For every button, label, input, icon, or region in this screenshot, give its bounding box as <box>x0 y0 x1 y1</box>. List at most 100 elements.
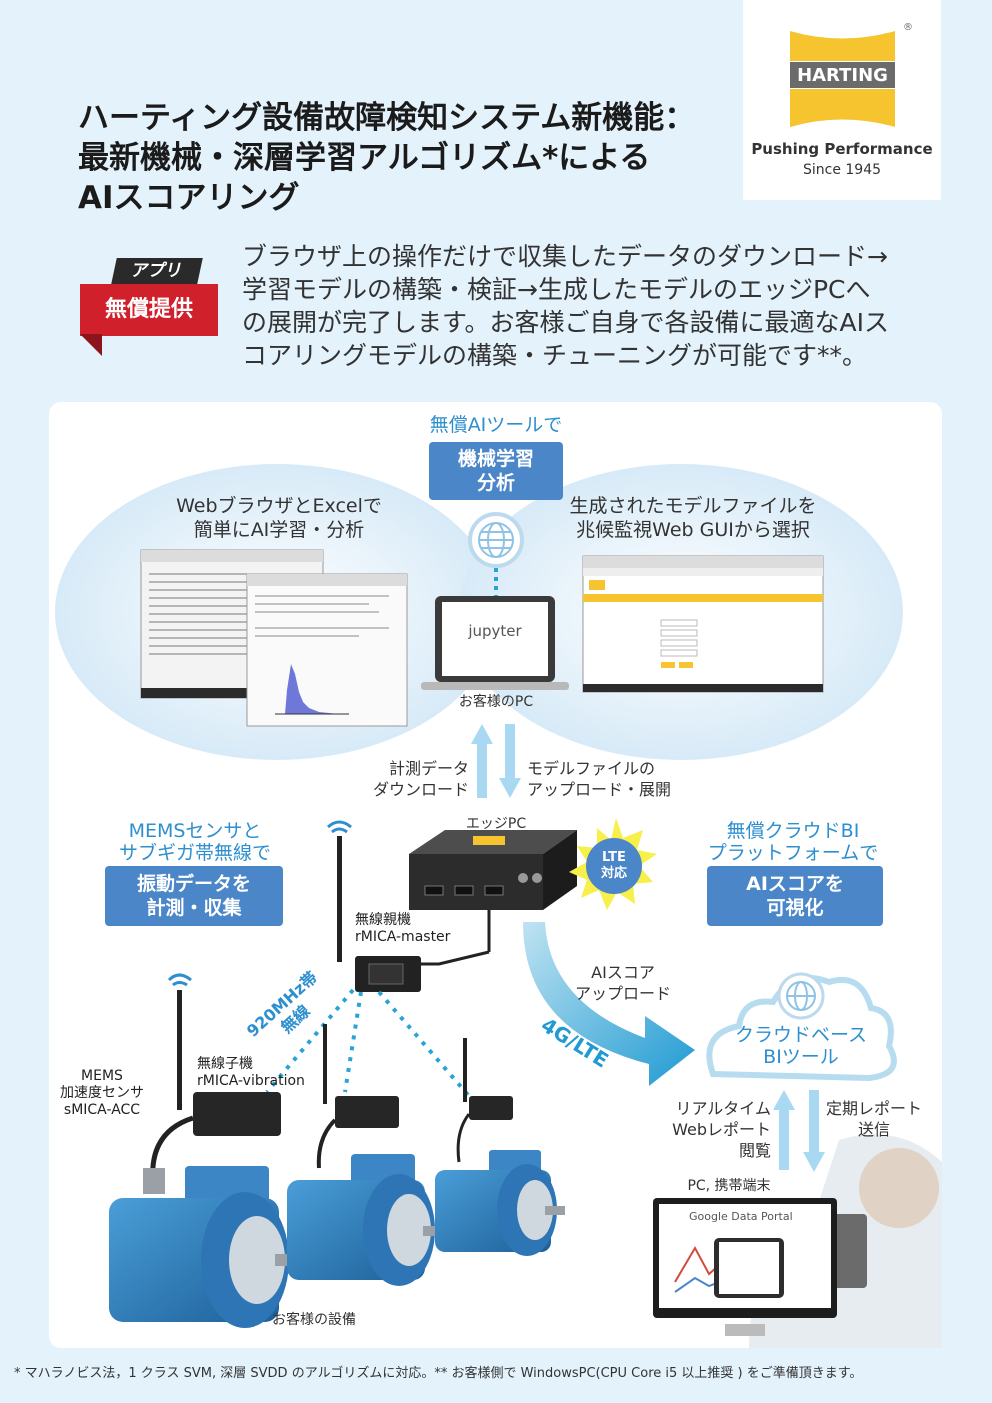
web-caption-line-2: 簡単にAI学習・分析 <box>193 519 365 541</box>
cloud-line-2: BIツール <box>763 1046 839 1068</box>
arrow-realtime-report <box>773 1090 795 1170</box>
customer-equipment-label: お客様の設備 <box>272 1312 356 1328</box>
ai-upload-line-1: AIスコア <box>591 963 655 982</box>
intro-line-3: の展開が完了します。お客様ご自身で各設備に最適なAIス <box>242 308 889 337</box>
badge-ribbon-tail <box>80 334 102 356</box>
harting-logo-card: HARTING ® Pushing Performance Since 1945 <box>743 0 941 200</box>
web-excel-caption: WebブラウザとExcelで 簡単にAI学習・分析 <box>159 494 399 542</box>
lte-badge-circle <box>586 838 642 894</box>
vibration-measure-box: 振動データを 計測・収集 <box>105 866 283 926</box>
child-label-line-1: 無線子機 <box>197 1056 253 1072</box>
customer-pc-label: お客様のPC <box>458 694 534 710</box>
title-line-2: 最新機械・深層学習アルゴリズム*による <box>78 140 651 176</box>
cloud-box-line-2: 可視化 <box>766 897 824 919</box>
cloud-line-1: クラウドベース <box>734 1024 868 1046</box>
upload-line-1: モデルファイルの <box>527 759 656 778</box>
mems-sensor-label: MEMS 加速度センサ sMICA-ACC <box>49 1068 155 1119</box>
child-device-3 <box>469 1096 513 1120</box>
ml-box-line-2: 分析 <box>476 472 515 494</box>
ml-tool-label: 無償AIツールで <box>429 414 563 436</box>
edge-pc-device <box>409 830 577 910</box>
arrow-download <box>471 724 493 798</box>
intro-text: ブラウザ上の操作だけで収集したデータのダウンロード→ 学習モデルの構築・検証→生… <box>242 240 942 372</box>
system-diagram-panel: 無償AIツールで 機械学習 分析 WebブラウザとExcelで 簡単にAI学習・… <box>49 402 942 1348</box>
ai-score-visualize-box: AIスコアを 可視化 <box>707 866 883 926</box>
master-label-line-1: 無線親機 <box>355 912 411 928</box>
motor-large <box>109 1166 303 1328</box>
lte-badge-line-1: LTE <box>602 850 626 865</box>
download-line-2: ダウンロード <box>372 780 469 799</box>
download-label: 計測データ ダウンロード <box>349 758 469 800</box>
ml-analysis-box: 機械学習 分析 <box>429 442 563 500</box>
intro-line-1: ブラウザ上の操作だけで収集したデータのダウンロード→ <box>242 242 888 271</box>
realtime-report-label: リアルタイム Webレポート 閲覧 <box>647 1098 771 1161</box>
upload-line-2: アップロード・展開 <box>527 780 672 799</box>
laptop-illustration <box>421 596 569 690</box>
download-line-1: 計測データ <box>388 759 469 778</box>
sensor-line-1: MEMS <box>81 1068 123 1084</box>
lte-badge-line-2: 対応 <box>600 866 627 881</box>
diagram-graphics <box>55 464 942 1348</box>
page-title: ハーティング設備故障検知システム新機能： 最新機械・深層学習アルゴリズム*による… <box>78 98 758 218</box>
motor-medium <box>287 1154 447 1286</box>
registered-mark: ® <box>903 22 913 33</box>
mems-label-line-2: サブギガ帯無線で <box>118 842 271 864</box>
web-caption-line-1: WebブラウザとExcelで <box>176 495 382 517</box>
ai-upload-line-2: アップロード <box>574 984 671 1003</box>
title-line-3: AIスコアリング <box>78 180 300 216</box>
model-gui-window <box>582 555 824 693</box>
periodic-line-2: 送信 <box>857 1120 890 1139</box>
arrow-periodic-report <box>803 1090 825 1172</box>
child-device-1 <box>193 1092 281 1136</box>
realtime-line-3: 閲覧 <box>738 1141 771 1160</box>
cloud-box-line-1: AIスコアを <box>746 873 844 895</box>
footnote: * マハラノビス法，1 クラス SVM, 深層 SVDD のアルゴリズムに対応。… <box>14 1366 863 1381</box>
cloud-bi-tool-label: クラウドベース BIツール <box>717 1024 885 1068</box>
master-label: 無線親機 rMICA-master <box>355 912 485 946</box>
child-device-2 <box>335 1096 399 1128</box>
child-antenna-2 <box>323 1024 327 1104</box>
motor-small <box>435 1150 565 1256</box>
model-file-caption: 生成されたモデルファイルを 兆候監視Web GUIから選択 <box>555 494 831 542</box>
child-antenna-3 <box>463 1038 467 1102</box>
cloud-bi-label: 無償クラウドBI プラットフォームで <box>695 820 891 864</box>
logo-since: Since 1945 <box>802 162 882 178</box>
child-label: 無線子機 rMICA-vibration <box>197 1056 337 1090</box>
monitor-illustration <box>653 1198 837 1336</box>
sensor-line-3: sMICA-ACC <box>63 1102 141 1118</box>
browser-window-histogram <box>246 573 408 727</box>
mems-box-line-2: 計測・収集 <box>146 897 242 919</box>
jupyter-logo: jupyter <box>468 622 522 640</box>
mems-label-line-1: MEMSセンサと <box>128 820 262 842</box>
periodic-report-label: 定期レポート 送信 <box>819 1098 929 1140</box>
lte-badge-text: LTE 対応 <box>586 850 642 882</box>
intro-line-2: 学習モデルの構築・検証→生成したモデルのエッジPCへ <box>242 275 871 304</box>
child-antenna-1 <box>167 973 192 1110</box>
ml-box-line-1: 機械学習 <box>457 448 534 470</box>
logo-tagline: Pushing Performance <box>751 140 933 158</box>
master-antenna <box>326 820 352 962</box>
model-caption-line-2: 兆候監視Web GUIから選択 <box>576 519 810 541</box>
intro-line-4: コアリングモデルの構築・チューニングが可能です**。 <box>242 341 868 370</box>
ai-score-upload-label: AIスコア アップロード <box>565 962 681 1004</box>
upload-deploy-label: モデルファイルの アップロード・展開 <box>527 758 687 800</box>
cloud-shape <box>706 975 897 1082</box>
badge-app-label: アプリ <box>111 258 203 284</box>
periodic-line-1: 定期レポート <box>825 1099 922 1118</box>
google-data-portal-label: Google Data Portal <box>689 1210 793 1223</box>
cloud-label-line-1: 無償クラウドBI <box>726 820 860 842</box>
master-label-line-2: rMICA-master <box>355 929 451 945</box>
mems-sensor <box>143 1168 165 1194</box>
realtime-line-1: リアルタイム <box>675 1099 771 1118</box>
cloud-globe-icon <box>777 972 825 1020</box>
harting-wordmark: HARTING <box>797 65 888 86</box>
mems-label: MEMSセンサと サブギガ帯無線で <box>99 820 291 864</box>
lte-upload-arrow <box>523 922 695 1086</box>
realtime-line-2: Webレポート <box>672 1120 771 1139</box>
edge-pc-label: エッジPC <box>465 816 527 832</box>
arrow-upload-deploy <box>499 724 521 798</box>
mems-box-line-1: 振動データを <box>136 873 251 895</box>
title-line-1: ハーティング設備故障検知システム新機能： <box>78 100 696 136</box>
globe-icon <box>468 512 524 568</box>
sensor-line-2: 加速度センサ <box>60 1085 144 1101</box>
